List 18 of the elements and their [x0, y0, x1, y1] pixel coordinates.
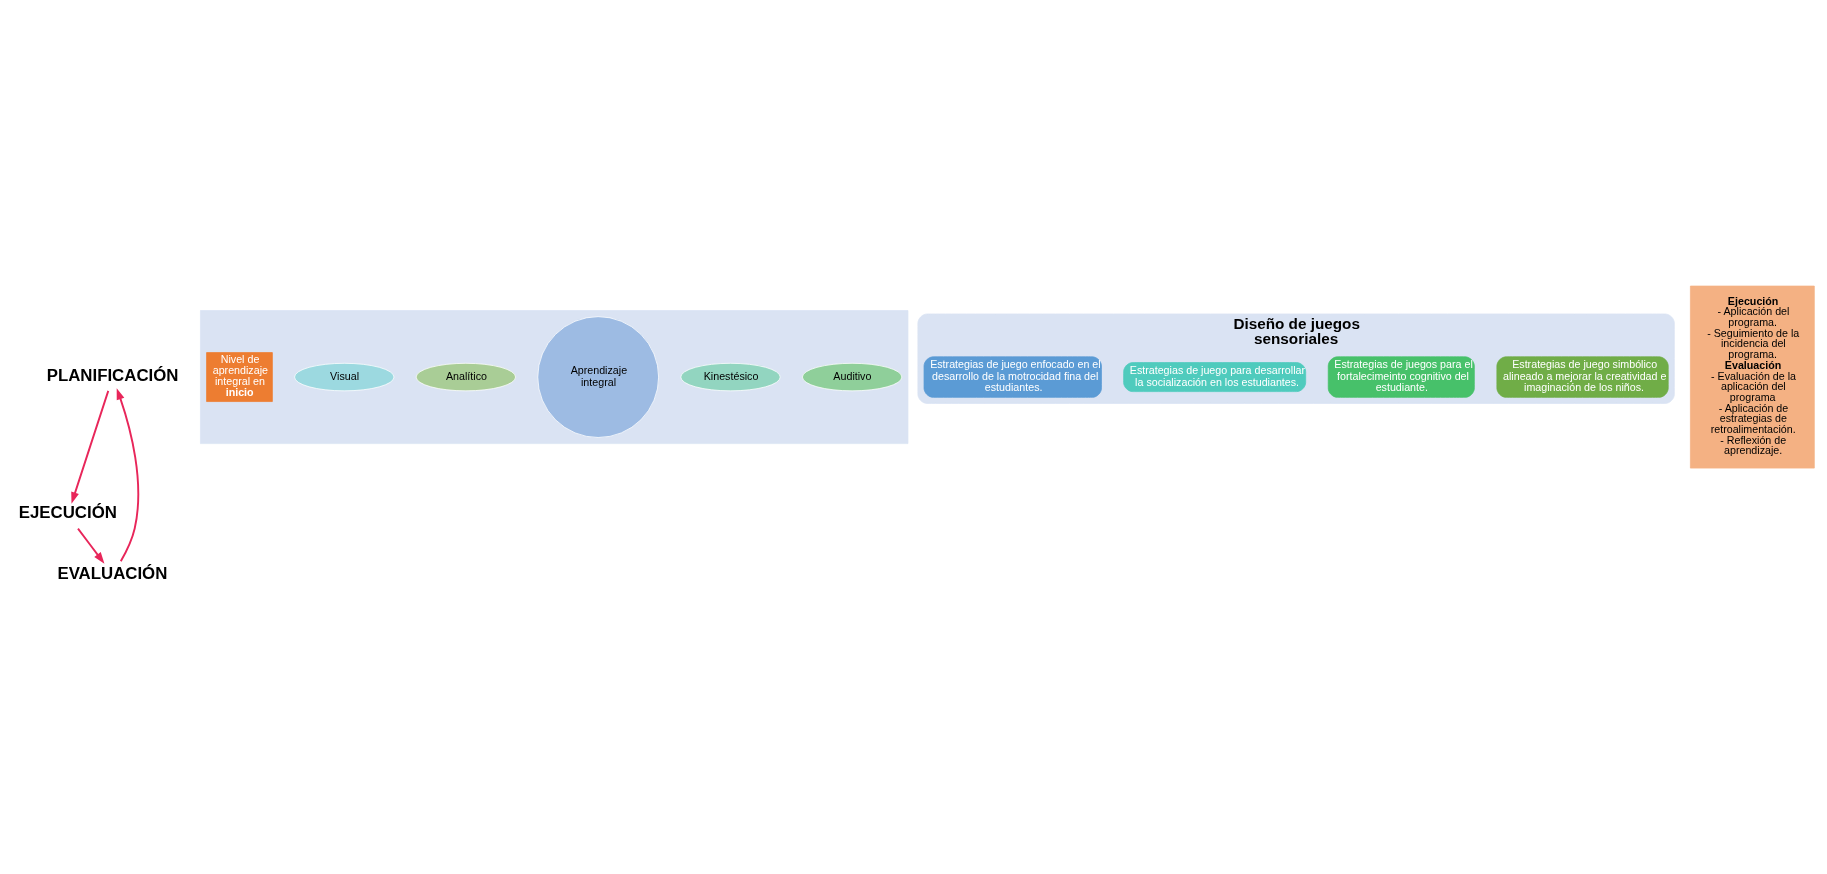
node-circle: Aprendizaje integral: [537, 315, 659, 438]
node-text: EJECUCIÓN: [18, 502, 117, 522]
node-ellipse: Visual: [294, 362, 395, 391]
arrow: [71, 389, 110, 504]
node-ellipse: Analítico: [415, 362, 516, 391]
node-box: Estrategias de juegos para el fortalecimeinto cognitivo del estudiante.: [1327, 355, 1475, 398]
arrow: [116, 387, 140, 562]
cluster: [200, 309, 909, 444]
node-box: Nivel de aprendizaje integral en inicio: [206, 351, 273, 402]
node-text: PLANIFICACIÓN: [46, 365, 179, 385]
node-box: Ejecución - Aplicación del programa. - Seguimiento de la incidencia del programa. Evaluación - Evaluación de la aplicación del programa - Aplicación de estrategias de retroalimentación. - Reflexión de aprendizaje.: [1690, 285, 1815, 468]
node-box: Estrategias de juego simbólico alineado a mejorar la creatividad e imaginación de los niños.: [1496, 355, 1669, 398]
node-text: EVALUACIÓN: [57, 563, 168, 583]
node-box: Estrategias de juego para desarrollar la socialización en los estudiantes.: [1123, 361, 1307, 392]
node-ellipse: Auditivo: [802, 362, 903, 391]
node-box: Estrategias de juego enfocado en el desarrollo de la motrocidad fina del estudiantes.: [923, 355, 1102, 398]
node-ellipse: Kinestésico: [680, 362, 781, 391]
arrow: [77, 527, 105, 564]
